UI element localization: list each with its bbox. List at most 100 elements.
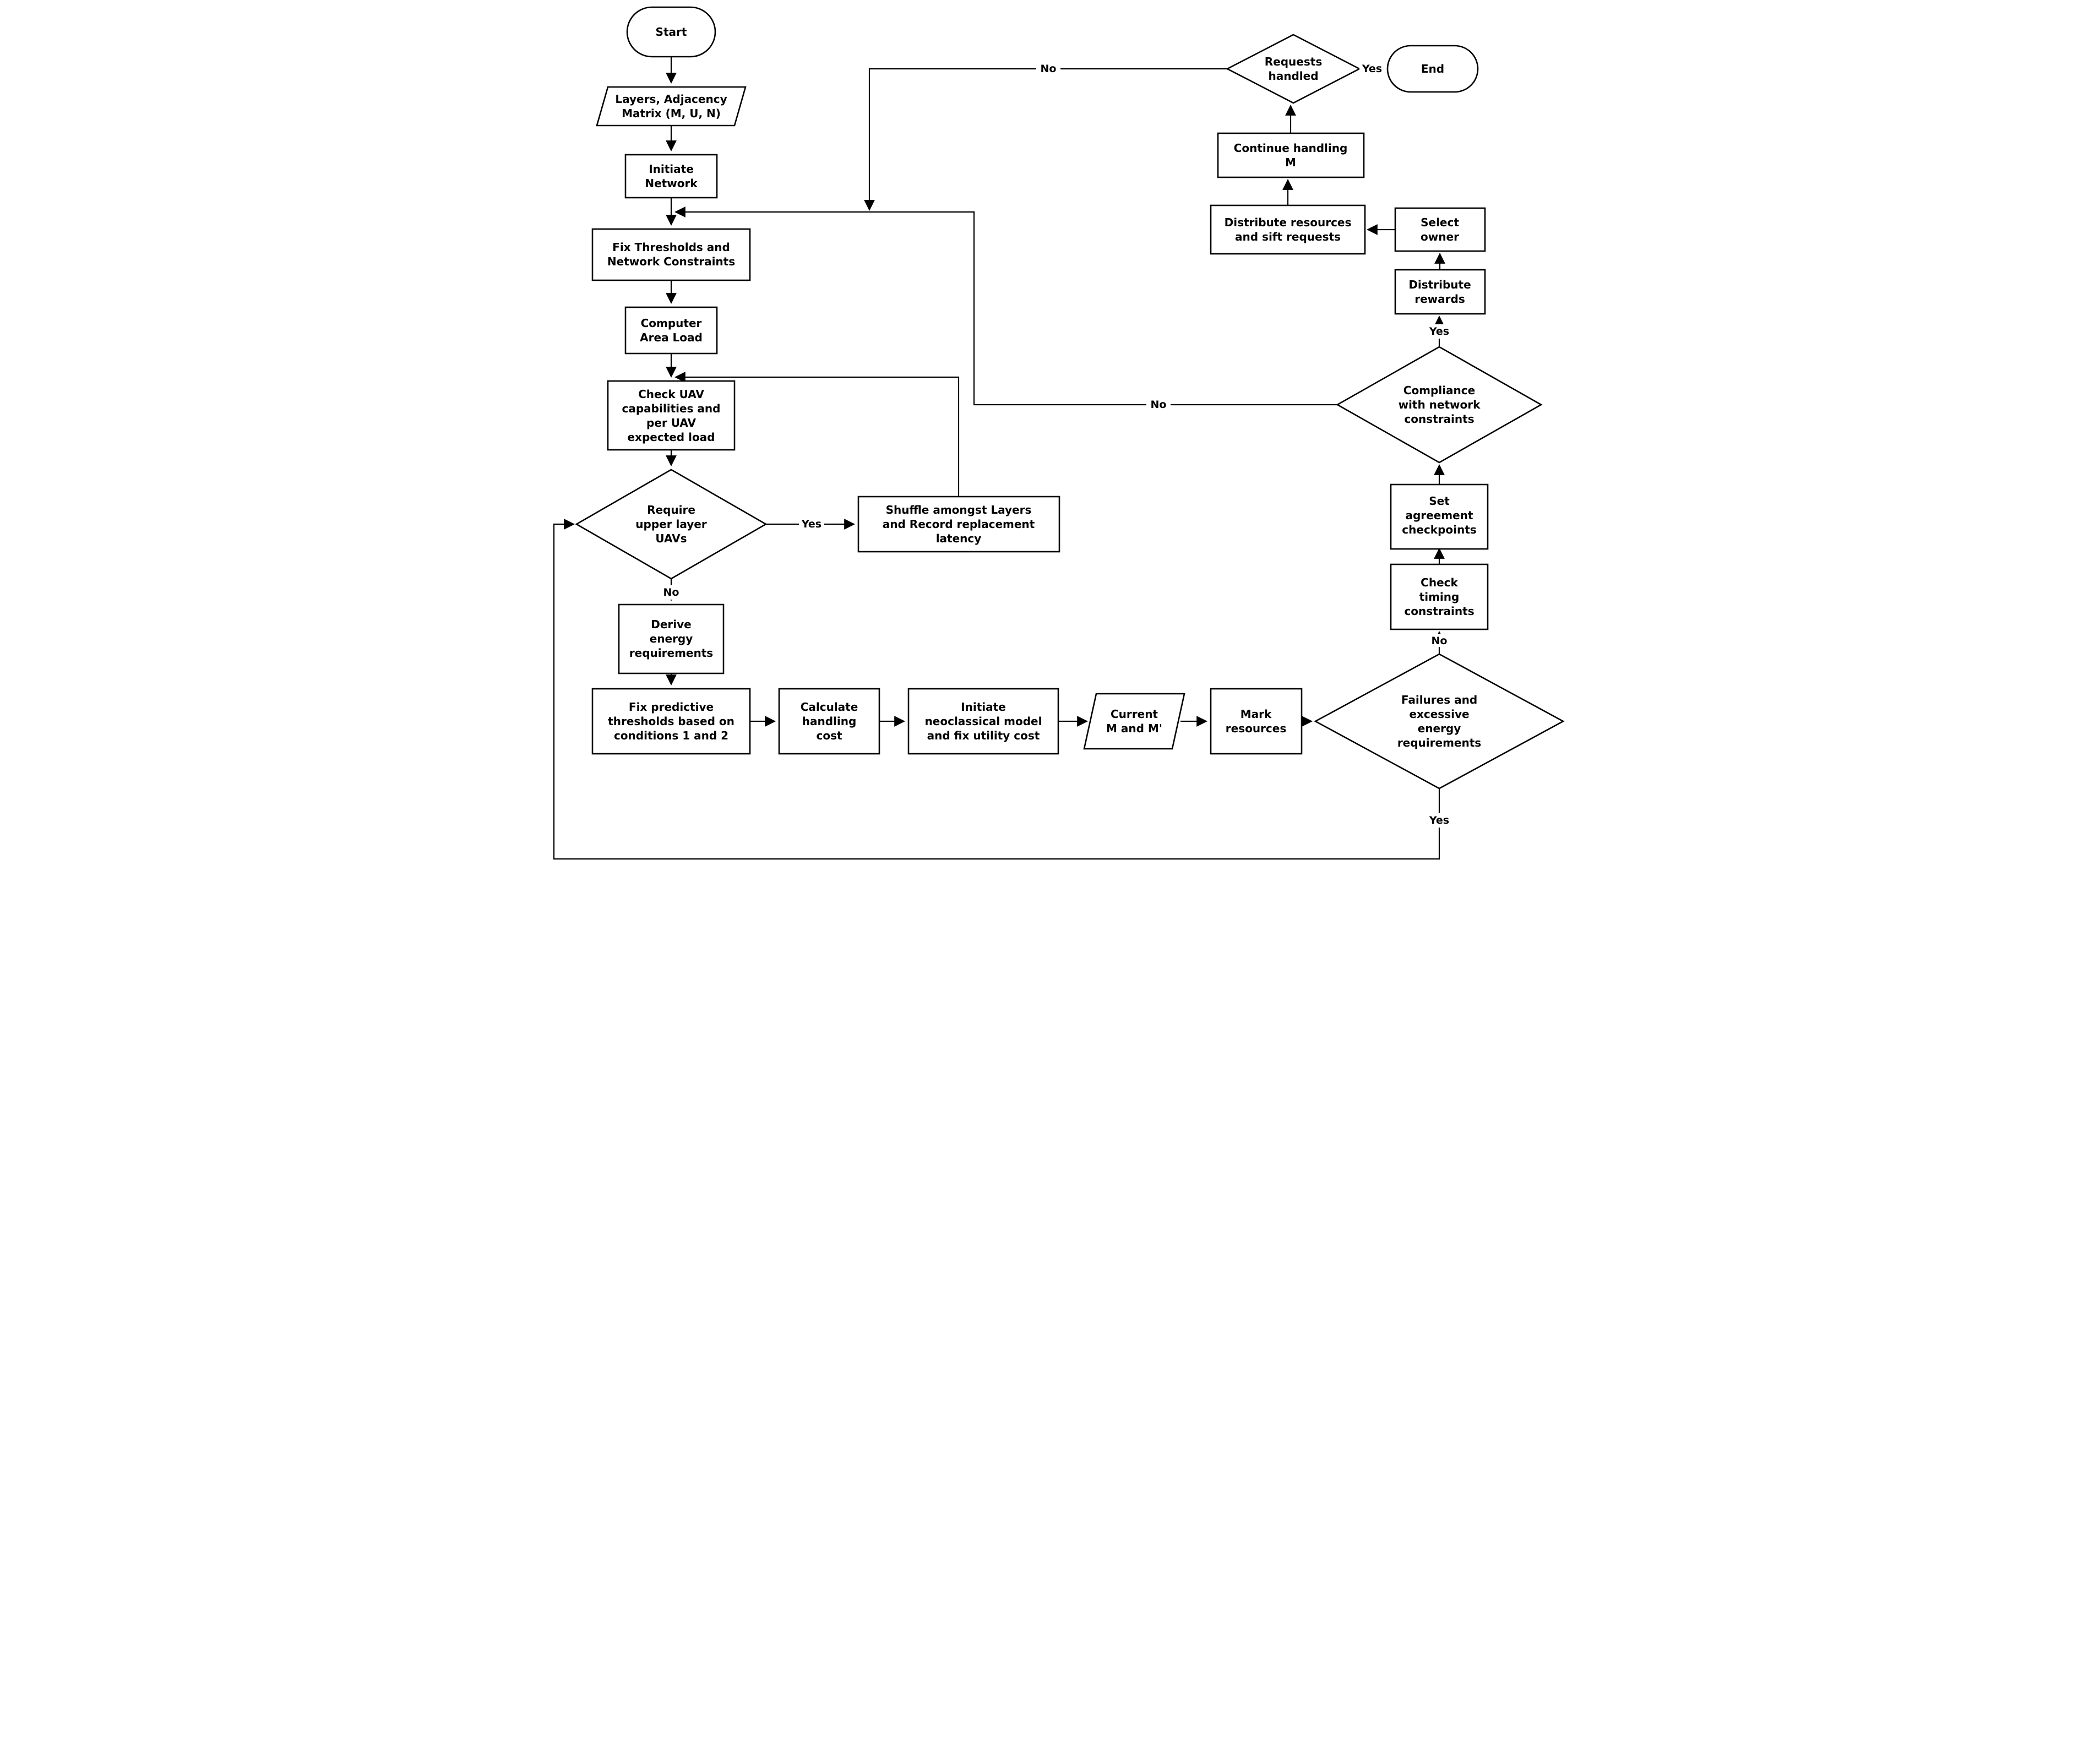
initiate-neoclassical-shape — [907, 688, 1059, 755]
layers-parallelogram-shape — [595, 86, 747, 127]
edge-requests-no-feedback — [863, 68, 1227, 211]
derive-energy-shape — [618, 603, 724, 674]
fix-predictive-line2: thresholds based on — [608, 715, 735, 728]
computer-area-load-shape — [624, 306, 717, 355]
calculate-handling-line1: Calculate — [800, 700, 858, 714]
compliance-diamond-shape — [1335, 346, 1543, 464]
edge-label-require-no: No — [659, 585, 683, 600]
check-timing-shape — [1390, 563, 1488, 630]
shuffle-shape — [857, 496, 1060, 553]
check-uav-line3: per UAV — [646, 416, 696, 429]
derive-energy-line3: requirements — [629, 646, 712, 660]
check-timing-line1: Check — [1421, 576, 1458, 589]
compliance-line1: Compliance — [1403, 384, 1475, 397]
initiate-neoclassical-line2: neoclassical model — [924, 715, 1042, 728]
node-check-timing: Check timing constraints — [1390, 563, 1488, 630]
shuffle-line1: Shuffle amongst Layers — [885, 503, 1031, 516]
fix-predictive-shape — [591, 688, 750, 755]
failures-line2: excessive — [1409, 708, 1469, 721]
initiate-network-line1: Initiate — [649, 162, 694, 176]
node-set-agreement: Set agreement checkpoints — [1390, 483, 1488, 550]
check-timing-line3: constraints — [1404, 605, 1474, 618]
calculate-handling-line2: handling — [802, 715, 856, 728]
fix-predictive-line1: Fix predictive — [628, 700, 713, 714]
edge-label-failures-no: No — [1427, 634, 1451, 647]
distribute-rewards-line1: Distribute — [1408, 278, 1471, 291]
layers-label-line1: Layers, Adjacency — [615, 93, 727, 106]
mark-resources-line1: Mark — [1240, 708, 1271, 721]
current-m-parallelogram-shape — [1082, 693, 1185, 750]
shuffle-line3: latency — [935, 532, 981, 545]
fix-thresholds-line2: Network Constraints — [607, 255, 735, 268]
node-derive-energy: Derive energy requirements — [618, 603, 724, 674]
failures-line1: Failures and — [1401, 693, 1477, 706]
select-owner-line2: owner — [1421, 230, 1459, 243]
node-mark-resources: Mark resources — [1210, 688, 1302, 755]
check-uav-shape — [607, 380, 735, 451]
fix-thresholds-line1: Fix Thresholds and — [612, 241, 730, 254]
node-requests-handled: Requests handled — [1225, 34, 1361, 104]
select-owner-shape — [1394, 207, 1486, 252]
start-label: Start — [655, 25, 687, 39]
select-owner-line1: Select — [1421, 216, 1459, 229]
derive-energy-line1: Derive — [651, 618, 692, 631]
derive-energy-line2: energy — [649, 632, 693, 645]
requests-handled-line2: handled — [1268, 69, 1318, 83]
node-computer-area-load: Computer Area Load — [624, 306, 717, 355]
fix-thresholds-shape — [591, 228, 750, 281]
flowchart-page: Start Layers, Adjacency Matrix (M, U, N)… — [525, 0, 1575, 876]
distribute-resources-line1: Distribute resources — [1224, 216, 1351, 229]
distribute-rewards-shape — [1394, 269, 1486, 315]
node-distribute-resources: Distribute resources and sift requests — [1210, 204, 1365, 255]
computer-area-load-line1: Computer — [640, 317, 701, 330]
edge-label-requests-no: No — [1036, 62, 1060, 76]
node-calculate-handling: Calculate handling cost — [778, 688, 880, 755]
node-end: End — [1386, 45, 1478, 93]
edge-failures-yes-loop — [553, 519, 1440, 860]
require-upper-line1: Require — [647, 503, 695, 516]
node-start: Start — [626, 6, 716, 58]
require-no-text: No — [663, 586, 679, 598]
fix-predictive-line3: conditions 1 and 2 — [613, 729, 728, 742]
compliance-line2: with network — [1398, 398, 1481, 411]
distribute-rewards-line2: rewards — [1414, 292, 1465, 306]
node-initiate-neoclassical: Initiate neoclassical model and fix util… — [907, 688, 1059, 755]
edge-labels: Yes No Yes No Yes No Yes No — [659, 62, 1452, 828]
node-check-uav: Check UAV capabilities and per UAV expec… — [607, 380, 735, 451]
failures-diamond-shape — [1313, 653, 1565, 790]
distribute-resources-shape — [1210, 204, 1365, 255]
requests-handled-line1: Requests — [1264, 55, 1321, 68]
current-m-line1: Current — [1110, 708, 1157, 721]
end-terminator-shape — [1386, 45, 1478, 93]
check-uav-line4: expected load — [627, 431, 715, 444]
edge-label-failures-yes: Yes — [1426, 813, 1452, 828]
set-agreement-line2: agreement — [1405, 509, 1473, 522]
calculate-handling-line3: cost — [816, 729, 842, 742]
set-agreement-line1: Set — [1429, 494, 1450, 508]
require-yes-text: Yes — [801, 518, 821, 530]
initiate-network-shape — [624, 154, 717, 199]
layers-label-line2: Matrix (M, U, N) — [622, 107, 721, 120]
continue-handling-line2: M — [1285, 156, 1296, 169]
continue-handling-shape — [1217, 132, 1364, 178]
calculate-handling-shape — [778, 688, 880, 755]
node-current-m: Current M and M' — [1082, 693, 1185, 750]
node-failures: Failures and excessive energy requiremen… — [1313, 653, 1565, 790]
failures-line3: energy — [1417, 722, 1461, 735]
mark-resources-shape — [1210, 688, 1302, 755]
distribute-resources-line2: and sift requests — [1235, 230, 1341, 243]
edge-label-compliance-yes: Yes — [1426, 324, 1452, 339]
failures-no-text: No — [1431, 635, 1447, 647]
start-terminator-shape — [626, 6, 716, 58]
node-continue-handling: Continue handling M — [1217, 132, 1364, 178]
compliance-no-text: No — [1150, 399, 1166, 411]
edge-shuffle-feedback — [674, 372, 959, 497]
current-m-line2: M and M' — [1106, 722, 1162, 735]
check-uav-line1: Check UAV — [638, 388, 704, 401]
flowchart-canvas: Start Layers, Adjacency Matrix (M, U, N)… — [553, 6, 1565, 860]
node-initiate-network: Initiate Network — [624, 154, 717, 199]
node-compliance: Compliance with network constraints — [1335, 346, 1543, 464]
check-timing-line2: timing — [1419, 590, 1459, 603]
edge-label-requests-yes: Yes — [1359, 62, 1385, 76]
requests-no-text: No — [1040, 63, 1056, 75]
